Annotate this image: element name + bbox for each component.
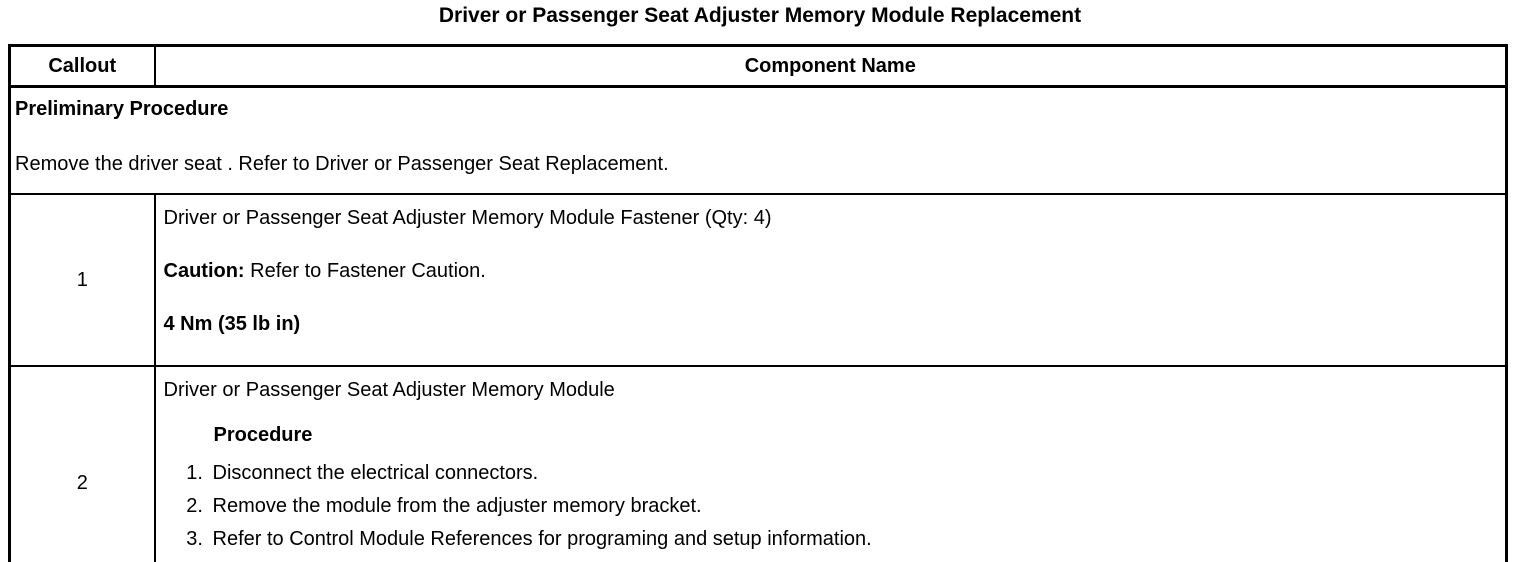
- component-cell-2: Driver or Passenger Seat Adjuster Memory…: [153, 365, 1508, 562]
- table-row-callout-2: 2 Driver or Passenger Seat Adjuster Memo…: [8, 365, 1508, 562]
- preliminary-procedure-heading: Preliminary Procedure: [15, 98, 229, 120]
- component-name-text: Driver or Passenger Seat Adjuster Memory…: [163, 379, 615, 401]
- procedure-step: Remove the module from the adjuster memo…: [209, 494, 1498, 519]
- component-cell-1: Driver or Passenger Seat Adjuster Memory…: [153, 193, 1508, 367]
- callout-number-2: 2: [8, 365, 156, 562]
- preliminary-procedure-row: Preliminary Procedure Remove the driver …: [8, 85, 1508, 195]
- callout-number-1: 1: [8, 193, 156, 367]
- callout-column-header: Callout: [8, 44, 156, 88]
- page-title: Driver or Passenger Seat Adjuster Memory…: [438, 4, 1082, 27]
- procedure-step: Refer to Control Module References for p…: [209, 527, 1498, 552]
- torque-spec: 4 Nm (35 lb in): [163, 313, 301, 335]
- preliminary-procedure-cell: Preliminary Procedure Remove the driver …: [8, 85, 1508, 195]
- procedure-steps-list: Disconnect the electrical connectors. Re…: [164, 461, 1498, 552]
- caution-note: Caution: Refer to Fastener Caution.: [164, 259, 1498, 284]
- component-table: Callout Component Name Preliminary Proce…: [8, 44, 1508, 562]
- component-name-column-header: Component Name: [153, 44, 1508, 88]
- procedure-step: Disconnect the electrical connectors.: [209, 461, 1498, 486]
- table-header-row: Callout Component Name: [8, 44, 1508, 88]
- procedure-heading: Procedure: [213, 424, 313, 446]
- preliminary-procedure-text: Remove the driver seat . Refer to Driver…: [15, 153, 669, 175]
- caution-text: Refer to Fastener Caution.: [244, 260, 486, 282]
- component-name-text: Driver or Passenger Seat Adjuster Memory…: [163, 207, 772, 229]
- table-row-callout-1: 1 Driver or Passenger Seat Adjuster Memo…: [8, 193, 1508, 367]
- caution-label: Caution:: [163, 260, 245, 282]
